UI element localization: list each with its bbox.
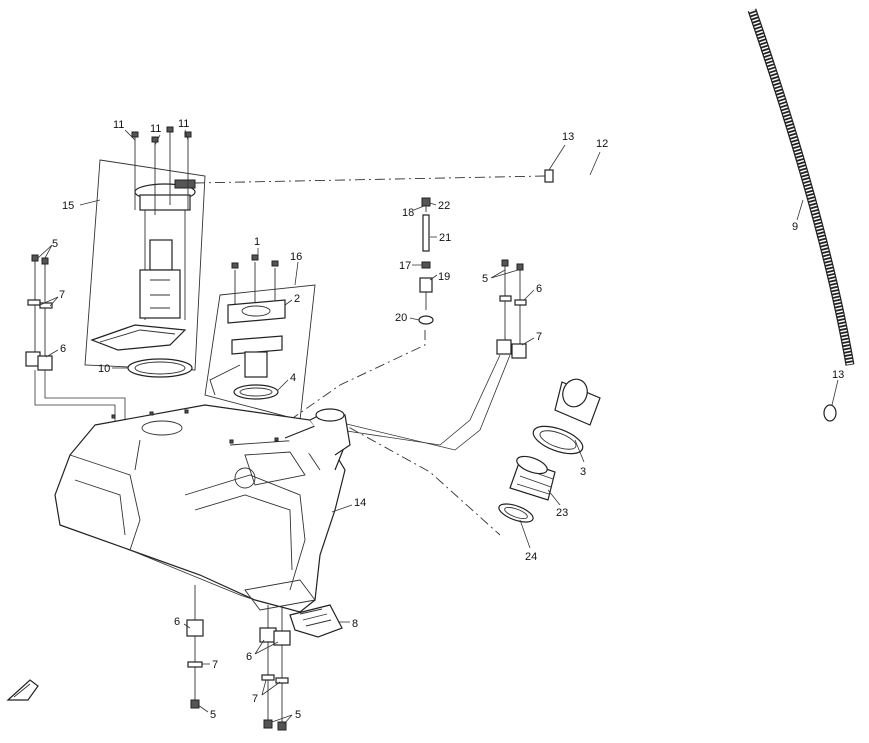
vent-hose-12 xyxy=(544,169,837,496)
callout-6: 6 xyxy=(174,616,180,628)
assembly-outlines xyxy=(84,159,316,421)
callout-6: 6 xyxy=(60,343,66,355)
callout-10: 10 xyxy=(98,363,110,375)
callout-17: 17 xyxy=(399,260,411,272)
callout-15: 15 xyxy=(62,200,74,212)
callout-5: 5 xyxy=(482,273,488,285)
callout-14: 14 xyxy=(354,497,366,509)
callout-labels: 11 11 11 13 12 9 15 18 22 21 17 19 20 1 … xyxy=(52,118,844,721)
callout-18: 18 xyxy=(402,207,414,219)
callout-11: 11 xyxy=(113,119,124,131)
filler-neck xyxy=(309,408,351,456)
callout-7: 7 xyxy=(252,693,258,705)
callout-6: 6 xyxy=(536,283,542,295)
callout-4: 4 xyxy=(290,372,296,384)
callout-24: 24 xyxy=(525,551,537,563)
callout-19: 19 xyxy=(438,271,450,283)
callout-5: 5 xyxy=(52,238,58,250)
callout-1: 1 xyxy=(254,236,260,248)
fuel-pump-15 xyxy=(90,179,196,351)
left-mount-stack xyxy=(25,254,53,371)
callout-5: 5 xyxy=(295,709,301,721)
callout-16: 16 xyxy=(290,251,302,263)
level-sender-16 xyxy=(209,254,286,400)
callout-6: 6 xyxy=(246,651,252,663)
filler-cap-assembly xyxy=(498,378,601,523)
pump-gasket-10 xyxy=(127,358,193,378)
callout-21: 21 xyxy=(439,232,451,244)
callout-11: 11 xyxy=(150,123,161,135)
callout-leaders xyxy=(37,129,839,725)
callout-22: 22 xyxy=(438,200,450,212)
front-direction-arrow-icon xyxy=(6,679,39,701)
callout-20: 20 xyxy=(395,312,407,324)
callout-23: 23 xyxy=(556,507,568,519)
fuel-tank-14 xyxy=(54,404,346,613)
callout-7: 7 xyxy=(59,289,65,301)
callout-7: 7 xyxy=(212,659,218,671)
guide-lines xyxy=(194,175,546,536)
callout-11: 11 xyxy=(178,118,189,130)
callout-13: 13 xyxy=(562,131,574,143)
hose-clamp-13-top xyxy=(544,169,554,183)
valve-assembly xyxy=(418,197,434,325)
callout-9: 9 xyxy=(792,221,798,233)
right-mount-stack xyxy=(496,259,527,359)
callout-8: 8 xyxy=(352,618,358,630)
callout-2: 2 xyxy=(294,293,300,305)
callout-13: 13 xyxy=(832,369,844,381)
callout-12: 12 xyxy=(596,138,608,150)
hose-clamp-13-bottom xyxy=(823,404,837,422)
callout-5: 5 xyxy=(210,709,216,721)
callout-3: 3 xyxy=(580,466,586,478)
bottom-mounts xyxy=(186,585,343,731)
callout-7: 7 xyxy=(536,331,542,343)
corrugated-hose-9 xyxy=(747,8,855,366)
